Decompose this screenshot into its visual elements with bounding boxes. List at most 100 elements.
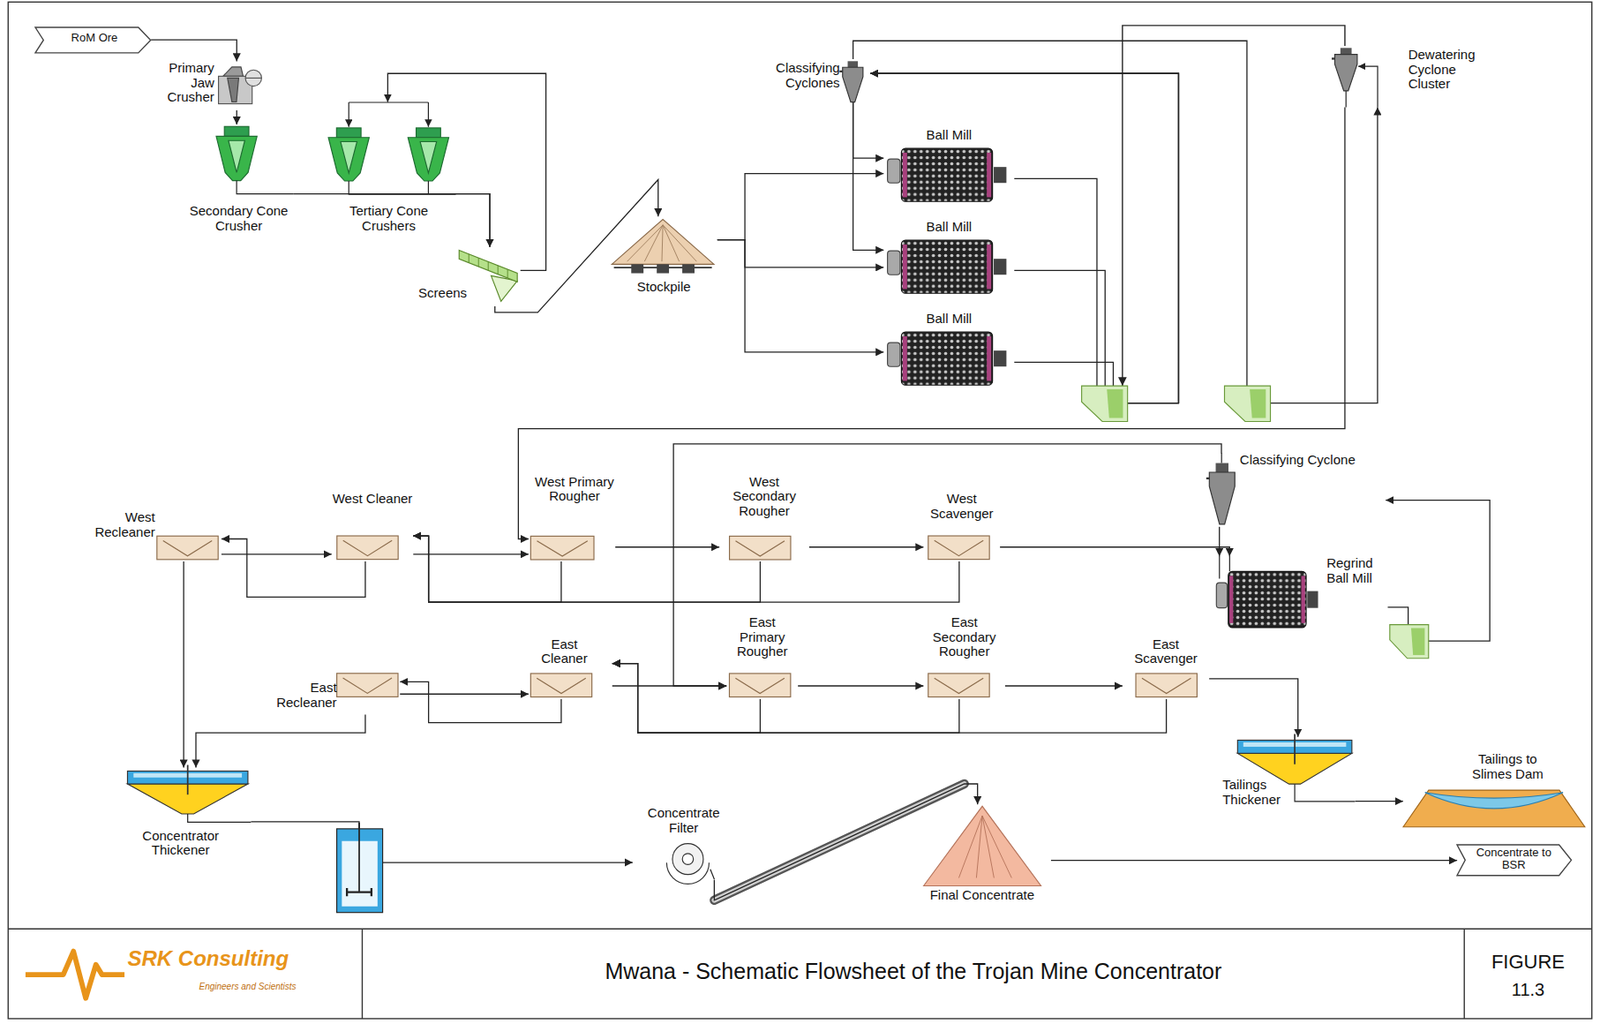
equipment-label: Ball Mill (883, 219, 1015, 235)
equipment-label: Concentrator Thickener (124, 828, 237, 858)
equipment-label: Tertiary Cone Crushers (321, 203, 457, 233)
equipment-label: West Primary Rougher (533, 474, 616, 504)
drawing-frame (7, 1, 1593, 1019)
equipment-label: West Cleaner (331, 491, 414, 507)
flow-line (387, 73, 546, 271)
equipment-label: East Primary Rougher (726, 615, 798, 660)
cell-symbol (530, 673, 592, 698)
screen-symbol (458, 249, 518, 301)
equipment-node: Final Concentrate (913, 803, 1052, 909)
equipment-node: Dewatering Cyclone Cluster (1331, 45, 1501, 107)
mill-symbol (887, 240, 1007, 293)
flow-line (870, 73, 1179, 403)
flow-line (673, 443, 1222, 686)
equipment-node: East Scavenger (1122, 634, 1210, 699)
equipment-node: Concentrator Thickener (124, 767, 251, 865)
thick-symbol (127, 764, 248, 814)
flow-line (236, 110, 238, 125)
flow-line (1209, 678, 1299, 737)
equipment-label: East Cleaner (528, 637, 601, 667)
equipment-node: Regrind Ball Mill (1214, 555, 1389, 630)
cyclone-symbol (1206, 463, 1235, 525)
cell-symbol (729, 673, 791, 698)
equipment-node: West Scavenger (923, 489, 1000, 562)
flow-line (612, 663, 1167, 734)
pipe-line (348, 180, 456, 195)
equipment-label: RoM Ore (45, 31, 143, 45)
cell-symbol (1135, 673, 1197, 698)
equipment-label: Tailings to Slimes Dam (1458, 751, 1556, 782)
equipment-label: Ball Mill (883, 127, 1015, 143)
equipment-node: Ball Mill (883, 219, 1015, 297)
pipe-line (348, 101, 429, 103)
equipment-node: Classifying Cyclone (1207, 452, 1386, 526)
flow-line (413, 553, 529, 555)
cell-symbol (337, 673, 399, 698)
flow-line (293, 194, 490, 248)
pipe-line (1229, 555, 1231, 571)
equipment-label: Screens (418, 285, 482, 301)
pipe-line (1294, 783, 1355, 802)
cone-symbol (408, 127, 450, 181)
flow-line (1355, 800, 1404, 802)
flow-line (612, 663, 960, 734)
flow-line (870, 73, 1179, 403)
equipment-label: Classifying Cyclone (1239, 452, 1386, 468)
flow-line (413, 535, 760, 602)
thick-symbol (1238, 733, 1353, 784)
flow-line (853, 102, 885, 159)
flow-line (809, 546, 924, 548)
flow-line (1051, 859, 1458, 861)
pipe-line (348, 102, 350, 128)
equipment-node: West Recleaner (73, 508, 222, 562)
tag-symbol (35, 27, 151, 53)
equipment-node: Tertiary Cone Crushers (321, 102, 457, 246)
equipment-label: Concentrate Filter (632, 805, 736, 835)
equipment-label: Secondary Cone Crusher (183, 203, 294, 233)
flow-line (1218, 526, 1220, 557)
pump-sump (1224, 385, 1271, 421)
flow-line (1385, 500, 1490, 642)
mill-symbol (1216, 571, 1318, 629)
equipment-node: Tailings to Slimes Dam (1403, 750, 1585, 830)
equipment-label: Concentrate to BSR (1464, 846, 1563, 872)
pipe-line (236, 180, 294, 195)
title-block-text: SRK Consulting (127, 946, 363, 970)
equipment-node: Primary Jaw Crusher (142, 60, 266, 111)
equipment-label: East Recleaner (267, 680, 338, 710)
equipment-node: Screens (418, 247, 521, 307)
equipment-label: West Scavenger (923, 491, 1000, 521)
agitator-tank (337, 822, 384, 913)
flow-line (195, 713, 366, 767)
equipment-label: East Secondary Rougher (923, 615, 1006, 660)
pipe-line (1344, 90, 1346, 108)
equipment-label: Regrind Ball Mill (1326, 555, 1388, 586)
flow-line (853, 40, 1378, 403)
equipment-label: Primary Jaw Crusher (142, 60, 215, 106)
cyclone-symbol (1331, 47, 1358, 91)
pipe-line (1358, 66, 1378, 107)
tag-symbol (1457, 844, 1572, 876)
flow-line (399, 693, 529, 695)
equipment-node: East Recleaner (267, 668, 400, 714)
cone-symbol (328, 127, 369, 181)
cell-symbol (337, 535, 399, 560)
equipment-node: East Secondary Rougher (923, 615, 1006, 699)
pipe-line (428, 102, 429, 128)
pipe-line (1220, 452, 1222, 464)
cell-symbol (928, 673, 990, 698)
logo-mark (25, 951, 125, 999)
pump-sump (1081, 385, 1128, 421)
flow-line (1005, 684, 1123, 686)
equipment-label: East Scavenger (1122, 637, 1210, 667)
flow-line (612, 684, 728, 686)
mill-symbol (887, 148, 1007, 202)
equipment-label: Tailings Thickener (1222, 777, 1300, 807)
equipment-label: Dewatering Cyclone Cluster (1408, 47, 1501, 92)
equipment-node: West Secondary Rougher (719, 474, 810, 562)
equipment-node: Secondary Cone Crusher (183, 124, 294, 245)
equipment-node: Classifying Cyclones (752, 59, 871, 103)
cyclone-symbol (840, 60, 864, 102)
flow-line (797, 684, 924, 686)
